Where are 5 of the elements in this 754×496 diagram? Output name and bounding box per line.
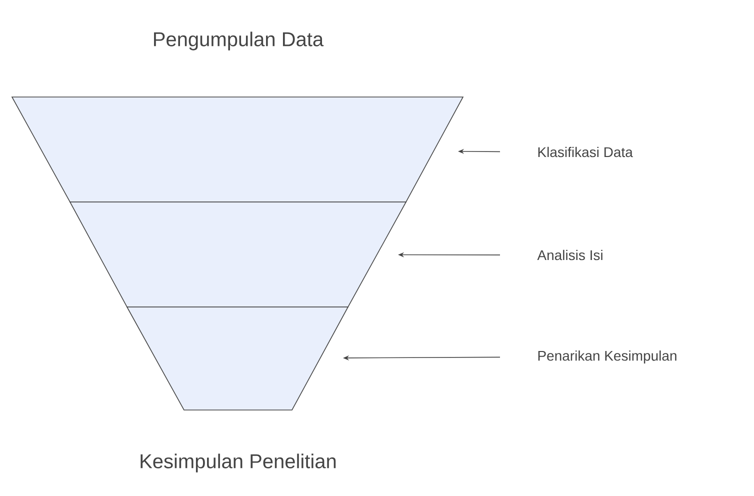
output-label: Kesimpulan Penelitian xyxy=(140,454,336,472)
step-label: Penarikan Kesimpulan xyxy=(538,350,676,364)
step-label: Analisis Isi xyxy=(537,250,602,260)
title: Pengumpulan Data xyxy=(154,32,324,50)
step-label: Klasifikasi Data xyxy=(538,146,633,158)
